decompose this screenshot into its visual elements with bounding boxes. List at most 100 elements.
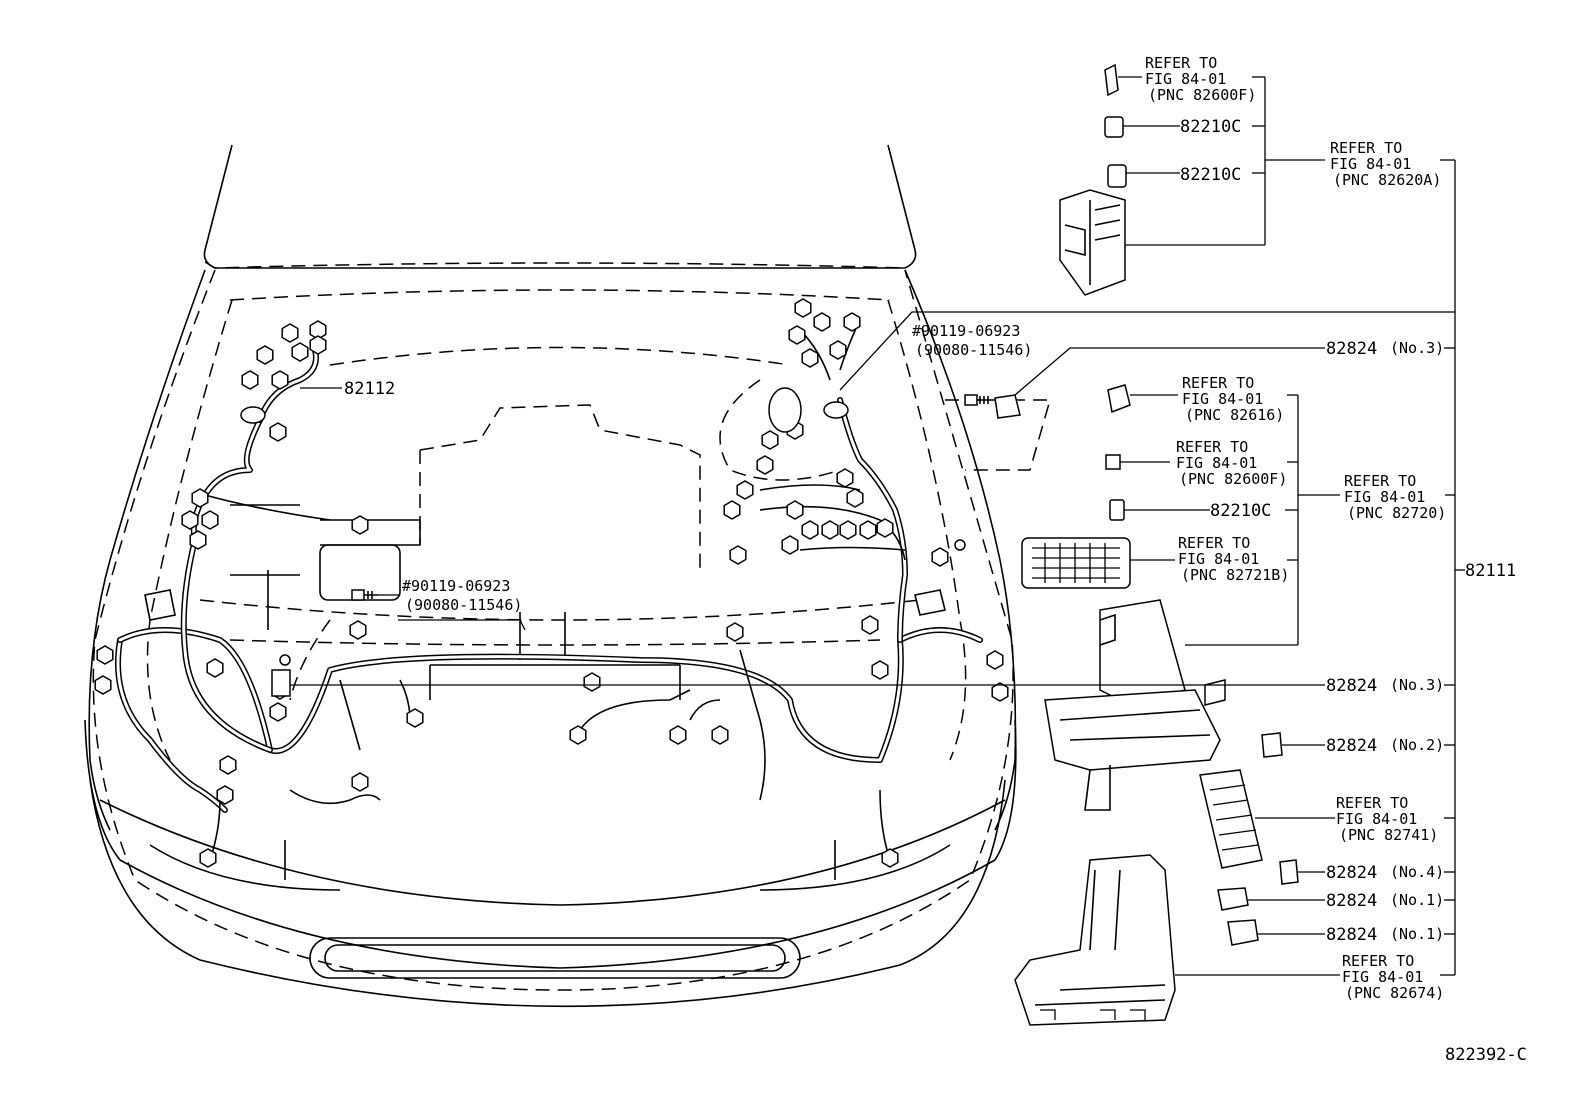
pnc-label: (PNC 82741) xyxy=(1339,826,1438,844)
connector-icon xyxy=(569,725,587,745)
refer-label: REFER TO xyxy=(1178,534,1250,552)
fig-label: FIG 84-01 xyxy=(1344,488,1425,506)
connector-icon xyxy=(241,370,259,390)
refer-label: REFER TO xyxy=(1342,952,1414,970)
bolt-icon xyxy=(271,394,1021,697)
connector-icon xyxy=(309,335,327,355)
part-number: 82824 xyxy=(1326,863,1377,883)
refer-label: REFER TO xyxy=(1145,54,1217,72)
connector-icon xyxy=(861,615,879,635)
part-number: 82210C xyxy=(1180,117,1241,137)
connector-icon xyxy=(986,650,1004,670)
connector-icon xyxy=(931,547,949,567)
connector-icon xyxy=(351,515,369,535)
connector-icon xyxy=(871,660,889,680)
connector-icon xyxy=(801,348,819,368)
connector-icon xyxy=(788,325,806,345)
connector-icon xyxy=(821,520,839,540)
fig-label: FIG 84-01 xyxy=(1145,70,1226,88)
part-number: 82112 xyxy=(344,379,395,399)
connector-icon xyxy=(583,672,601,692)
part-note: (No.1) xyxy=(1390,925,1444,943)
part-labels: REFER TO FIG 84-01 (PNC 82600F) 82210C 8… xyxy=(344,54,1527,1065)
connector-icon xyxy=(836,468,854,488)
refer-label: REFER TO xyxy=(1336,794,1408,812)
connector-icon xyxy=(859,520,877,540)
pnc-label: (PNC 82600F) xyxy=(1148,86,1256,104)
fig-label: FIG 84-01 xyxy=(1176,454,1257,472)
part-note: (No.4) xyxy=(1390,863,1444,881)
connector-icon xyxy=(291,342,309,362)
connector-icon xyxy=(781,535,799,555)
figure-id: 822392-C xyxy=(1445,1045,1527,1065)
connector-icon xyxy=(829,340,847,360)
connector-icon xyxy=(269,702,287,722)
connector-icon xyxy=(843,312,861,332)
connector-icon xyxy=(199,848,217,868)
connector-icon xyxy=(846,488,864,508)
connector-icon xyxy=(794,298,812,318)
connector-icon xyxy=(876,518,894,538)
refer-label: REFER TO xyxy=(1176,438,1248,456)
connector-icon xyxy=(881,848,899,868)
fig-label: FIG 84-01 xyxy=(1182,390,1263,408)
bolt-label: (90080-11546) xyxy=(405,596,522,614)
connector-icon xyxy=(281,323,299,343)
connector-icon xyxy=(191,488,209,508)
part-note: (No.3) xyxy=(1390,676,1444,694)
connector-icon xyxy=(786,500,804,520)
connector-icon xyxy=(219,755,237,775)
fig-label: FIG 84-01 xyxy=(1342,968,1423,986)
fig-label: FIG 84-01 xyxy=(1330,155,1411,173)
connector-icon xyxy=(723,500,741,520)
connector-icon xyxy=(349,620,367,640)
part-note: (No.1) xyxy=(1390,891,1444,909)
connector-icon xyxy=(756,455,774,475)
connector-icon xyxy=(761,430,779,450)
connector-icon xyxy=(711,725,729,745)
bolt-label: (90080-11546) xyxy=(915,341,1032,359)
engine-wire-harness xyxy=(115,319,1051,861)
connector-icon xyxy=(216,785,234,805)
connector-icon xyxy=(269,422,287,442)
refer-label: REFER TO xyxy=(1344,472,1416,490)
connector-icon xyxy=(726,622,744,642)
connector-icon xyxy=(96,645,114,665)
fig-label: FIG 84-01 xyxy=(1178,550,1259,568)
bolt-label: #90119-06923 xyxy=(402,577,510,595)
fig-label: FIG 84-01 xyxy=(1336,810,1417,828)
part-number: 82824 xyxy=(1326,676,1377,696)
part-number: 82824 xyxy=(1326,736,1377,756)
connector-icon xyxy=(256,345,274,365)
relay-and-fuse-parts xyxy=(1014,63,1299,1026)
grommets xyxy=(240,387,966,666)
part-note: (No.2) xyxy=(1390,736,1444,754)
part-number: 82824 xyxy=(1326,925,1377,945)
connector-icon xyxy=(201,510,219,530)
part-number: 82210C xyxy=(1180,165,1241,185)
connector-icon xyxy=(181,510,199,530)
pnc-label: (PNC 82721B) xyxy=(1181,566,1289,584)
connector-icon xyxy=(351,772,369,792)
connector-icon xyxy=(406,708,424,728)
part-number: 82824 xyxy=(1326,891,1377,911)
connector-icon xyxy=(801,520,819,540)
connector-icon xyxy=(813,312,831,332)
part-number: 82824 xyxy=(1326,339,1377,359)
refer-label: REFER TO xyxy=(1330,139,1402,157)
connector-icon xyxy=(736,480,754,500)
connector-icon xyxy=(271,370,289,390)
bolt-label: #90119-06923 xyxy=(912,322,1020,340)
connector-icon xyxy=(189,530,207,550)
connector-icon xyxy=(206,658,224,678)
pnc-label: (PNC 82674) xyxy=(1345,984,1444,1002)
part-note: (No.3) xyxy=(1390,339,1444,357)
connector-icon xyxy=(669,725,687,745)
connector-icon xyxy=(991,682,1009,702)
connector-icon xyxy=(839,520,857,540)
pnc-label: (PNC 82616) xyxy=(1185,406,1284,424)
part-number: 82210C xyxy=(1210,501,1271,521)
pnc-label: (PNC 82720) xyxy=(1347,504,1446,522)
leader-lines xyxy=(290,76,1465,976)
